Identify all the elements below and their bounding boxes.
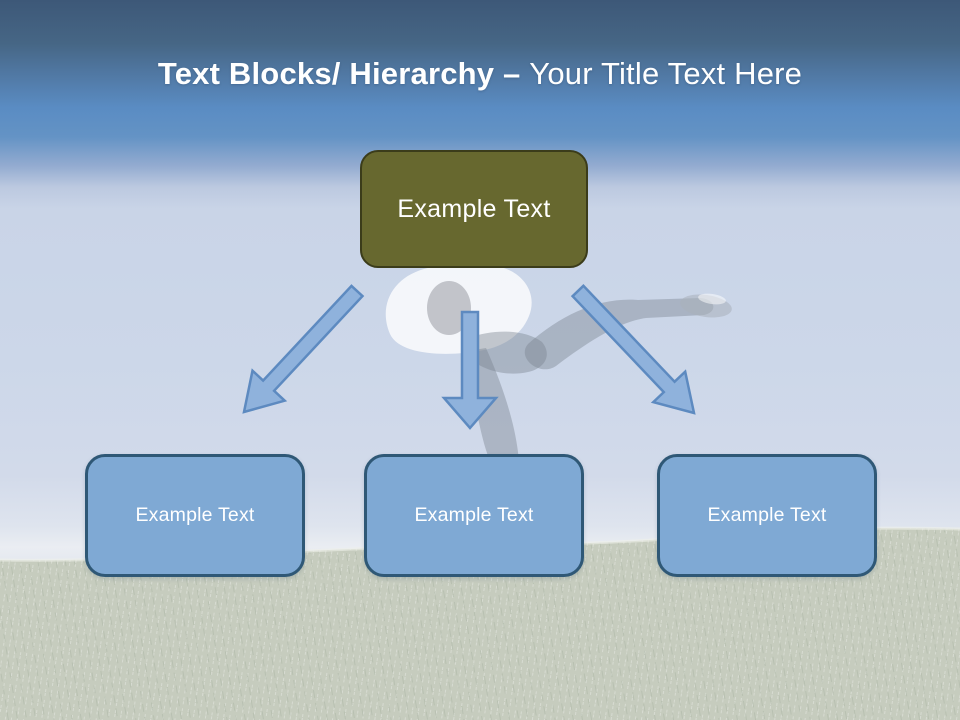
bottom-box-1-label: Example Text [135, 504, 255, 526]
hierarchy-bottom-box-1: Example Text [85, 454, 305, 577]
top-box-label: Example Text [397, 194, 551, 223]
slide-title: Text Blocks/ Hierarchy – Your Title Text… [0, 56, 960, 92]
bottom-box-3-label: Example Text [707, 504, 827, 526]
title-regular-text: Your Title Text Here [529, 56, 803, 91]
hierarchy-top-box: Example Text [360, 150, 588, 268]
title-bold-text: Text Blocks/ Hierarchy – [157, 56, 530, 91]
hierarchy-bottom-box-3: Example Text [657, 454, 877, 577]
hierarchy-bottom-box-2: Example Text [364, 454, 584, 577]
bottom-box-2-label: Example Text [414, 504, 534, 526]
